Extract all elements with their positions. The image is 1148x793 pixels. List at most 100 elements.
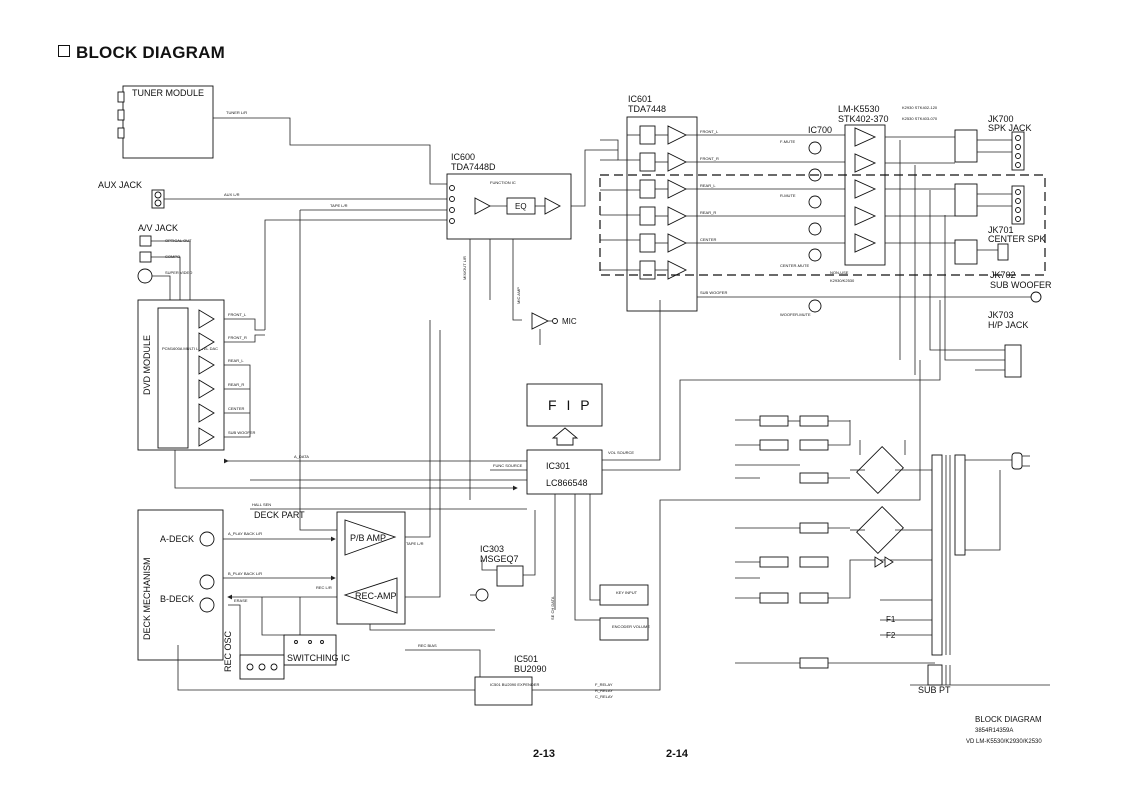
dvd-dac-label: PCM1600A MULTI LEVEL DAC (162, 346, 218, 351)
signal-rec-lr: REC L/R (316, 585, 332, 590)
ic601-part: TDA7448 (628, 104, 666, 114)
ic601-rear-l: REAR_L (700, 183, 716, 188)
ic601-sub-woofer: SUB WOOFER (700, 290, 727, 295)
ic303-ref: IC303 (480, 544, 504, 554)
ic601-tda7448 (626, 116, 698, 312)
jk702-name: SUB WOOFER (990, 280, 1052, 290)
pb-rec-amp-block: P/B AMP REC-AMP (336, 511, 406, 625)
non-use-models: K2930/K2530 (830, 278, 855, 283)
ic501-ref: IC501 (514, 654, 538, 664)
signal-a-play-back: A_PLAY BACK L/R (228, 531, 262, 536)
footer-line-1: BLOCK DIAGRAM (975, 715, 1042, 724)
signal-mic-amp: MIC AMP (516, 287, 521, 304)
f1-label: F1 (886, 615, 896, 624)
center-mute-label: CENTER-MUTE (780, 263, 809, 268)
jk701-name: CENTER SPK (988, 234, 1046, 244)
dvd-rear-l: REAR_L (228, 358, 244, 363)
signal-r-relay: R_RELAY (595, 688, 613, 693)
signal-se-ch-data: SE CH DATA (550, 596, 555, 620)
pb-amp-label: P/B AMP (350, 533, 386, 543)
jk700-ref: JK700 (988, 114, 1014, 124)
ic303-part: MSGEQ7 (480, 554, 519, 564)
signal-f-relay: F_RELAY (595, 682, 613, 687)
switching-ic-label: SWITCHING IC (287, 653, 350, 663)
signal-aux-lr: AUX L/R (224, 192, 240, 197)
deck-part-label: DECK PART (254, 510, 305, 520)
front-mute-label: F-MUTE (780, 139, 795, 144)
key-input: KEY INPUT (599, 584, 649, 606)
signal-rec-bias: REC BIAS (418, 643, 437, 648)
dvd-module-label: DVD MODULE (142, 335, 152, 395)
rec-osc-label: REC OSC (223, 630, 233, 672)
switching-ic: SWITCHING IC (283, 634, 350, 666)
ic501-expander: IC501 BU2090 EXPENDER (474, 676, 539, 706)
eq-label: EQ (515, 202, 527, 211)
power-amp (844, 124, 886, 266)
signal-hall-sen: HALL SEN (252, 502, 271, 507)
checkbox-icon (58, 45, 70, 57)
f2-label: F2 (886, 631, 896, 640)
tuner-module: TUNER MODULE (117, 85, 214, 159)
ic600-ref: IC600 (451, 152, 475, 162)
ic601-center: CENTER (700, 237, 717, 242)
dvd-center: CENTER (228, 406, 245, 411)
ic301-part: LC866548 (546, 478, 588, 488)
amp-note-2: K2530 STK403-070 (902, 116, 938, 121)
power-supply (735, 415, 1050, 686)
amp-part: STK402-370 (838, 114, 889, 124)
page-title: BLOCK DIAGRAM (58, 43, 225, 63)
page-title-text: BLOCK DIAGRAM (76, 43, 225, 62)
rear-mute-label: R-MUTE (780, 193, 796, 198)
sub-pt-label: SUB PT (918, 685, 951, 695)
ic301-ref: IC301 (546, 461, 570, 471)
fip-display: F I P (526, 383, 603, 427)
signal-compo: COMPO (165, 254, 180, 259)
jk703-name: H/P JACK (988, 320, 1028, 330)
dvd-front-r: FRONT_R (228, 335, 247, 340)
deck-mechanism-label: DECK MECHANISM (142, 557, 152, 640)
signal-tuner-lr: TUNER L/R (226, 110, 247, 115)
rec-amp-label: REC-AMP (355, 591, 397, 601)
ic600-part: TDA7448D (451, 162, 496, 172)
signal-vol-source: VOL SOURCE (608, 450, 634, 455)
jk703-ref: JK703 (988, 310, 1014, 320)
ic301-microcontroller: IC301 LC866548 (526, 449, 603, 495)
encoder-volume: ENCODER VOLUME (599, 617, 650, 641)
aux-jack-label: AUX JACK (98, 180, 142, 190)
mic-label: MIC (562, 317, 577, 326)
deck-mechanism: DECK MECHANISM A-DECK B-DECK (137, 509, 224, 661)
signal-tape-lr: TAPE L/R (330, 203, 348, 208)
ic601-ref: IC601 (628, 94, 652, 104)
a-deck-label: A-DECK (160, 534, 194, 544)
ic600-function-ic: FUNCTION IC EQ (446, 173, 572, 240)
page-number-left: 2-13 (533, 748, 556, 760)
ic601-front-l: FRONT_L (700, 129, 719, 134)
fip-label: F I P (548, 397, 593, 413)
av-jack-label: A/V JACK (138, 223, 178, 233)
signal-tape-lr-2: TAPE L/R (406, 541, 424, 546)
ic501-part: BU2090 (514, 664, 547, 674)
signal-mix-out: MIX/OUT L/R (462, 256, 467, 280)
footer-line-3: VD LM-K5530/K2930/K2530 (966, 739, 1042, 745)
dvd-module: DVD MODULE PCM1600A MULTI LEVEL DAC (137, 299, 225, 451)
function-ic-label: FUNCTION IC (490, 180, 516, 185)
signal-b-play-back: B_PLAY BACK L/R (228, 571, 262, 576)
ic601-rear-r: REAR_R (700, 210, 716, 215)
non-use-label: NON-USE (830, 270, 849, 275)
tuner-label: TUNER MODULE (132, 88, 204, 98)
footer-line-2: 3854R14359A (975, 728, 1013, 734)
ic501-box-label: IC501 BU2090 EXPENDER (490, 682, 539, 687)
signal-erase: ERASE (234, 598, 248, 603)
dvd-front-l: FRONT_L (228, 312, 247, 317)
ic601-front-r: FRONT_R (700, 156, 719, 161)
woofer-mute-label: WOOFER-MUTE (780, 312, 811, 317)
amp-note-1: K2930 STK402-120 (902, 105, 938, 110)
dvd-rear-r: REAR_R (228, 382, 244, 387)
encoder-volume-label: ENCODER VOLUME (612, 624, 650, 629)
page-number-right: 2-14 (666, 748, 689, 760)
signal-optical-out: OPTICAL OUT (165, 238, 192, 243)
ic700-label: IC700 (808, 125, 832, 135)
signal-a-data: A_DATA (294, 454, 309, 459)
jk702-ref: JK702 (990, 270, 1016, 280)
